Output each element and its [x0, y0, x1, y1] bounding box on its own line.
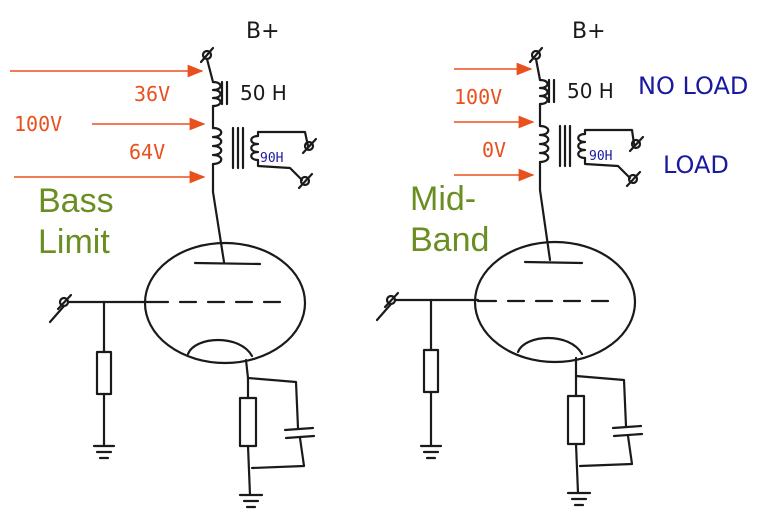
left-output-terminal-top: [301, 137, 318, 155]
left-circuit: B+ 50 H 90H: [48, 19, 318, 509]
right-cathode-ground-icon: [566, 491, 592, 507]
left-voltage-arrows: [10, 64, 206, 184]
right-transformer-primary: [538, 124, 550, 164]
right-tube-envelope: [473, 240, 637, 364]
left-transformer-label: 90H: [260, 151, 283, 166]
right-transformer-secondary: [577, 132, 587, 160]
left-bypass-capacitor: [283, 426, 316, 440]
left-cathode-ground-icon: [238, 493, 264, 509]
right-no-load-label: NO LOAD: [638, 72, 748, 100]
left-grid-resistor: [95, 350, 113, 396]
right-grid-ground-icon: [419, 444, 443, 460]
right-voltage-arrows: [454, 62, 535, 182]
left-voltage-mid: 100V: [14, 112, 62, 136]
left-choke-label: 50 H: [240, 81, 287, 105]
right-bypass-capacitor: [611, 424, 644, 438]
right-tube-plate: [523, 260, 584, 265]
right-output-terminal-bottom: [625, 170, 642, 188]
left-grid-ground-icon: [92, 444, 116, 460]
left-choke-coil: [211, 80, 222, 108]
right-load-label: LOAD: [663, 151, 729, 179]
left-output-terminal-bottom: [297, 172, 314, 190]
left-cathode-resistor: [238, 396, 258, 448]
right-voltage-mid: 100V: [454, 85, 502, 109]
right-transformer-label: 90H: [589, 149, 612, 164]
right-choke-coil: [538, 78, 549, 106]
right-mode-line1: Mid-: [410, 180, 476, 218]
left-voltage-bottom: 64V: [129, 140, 165, 164]
left-tube-cathode: [186, 338, 254, 358]
right-choke-label: 50 H: [567, 79, 614, 103]
right-cathode-resistor: [566, 394, 586, 446]
right-voltage-bottom: 0V: [482, 138, 506, 162]
left-voltage-top: 36V: [134, 82, 170, 106]
left-tube-envelope: [143, 241, 307, 365]
right-output-terminal-top: [628, 135, 645, 153]
right-bplus-label: B+: [572, 19, 606, 44]
right-grid-resistor: [422, 348, 440, 394]
left-bplus-label: B+: [246, 19, 280, 44]
left-transformer-primary: [211, 126, 223, 166]
left-mode-line1: Bass: [38, 182, 114, 220]
left-tube-plate: [193, 261, 262, 266]
right-mode-line2: Band: [410, 221, 489, 259]
left-transformer-secondary: [250, 134, 260, 162]
right-circuit: B+ 50 H 90H: [375, 19, 645, 507]
right-tube-cathode: [516, 336, 584, 356]
left-mode-line2: Limit: [38, 223, 110, 261]
